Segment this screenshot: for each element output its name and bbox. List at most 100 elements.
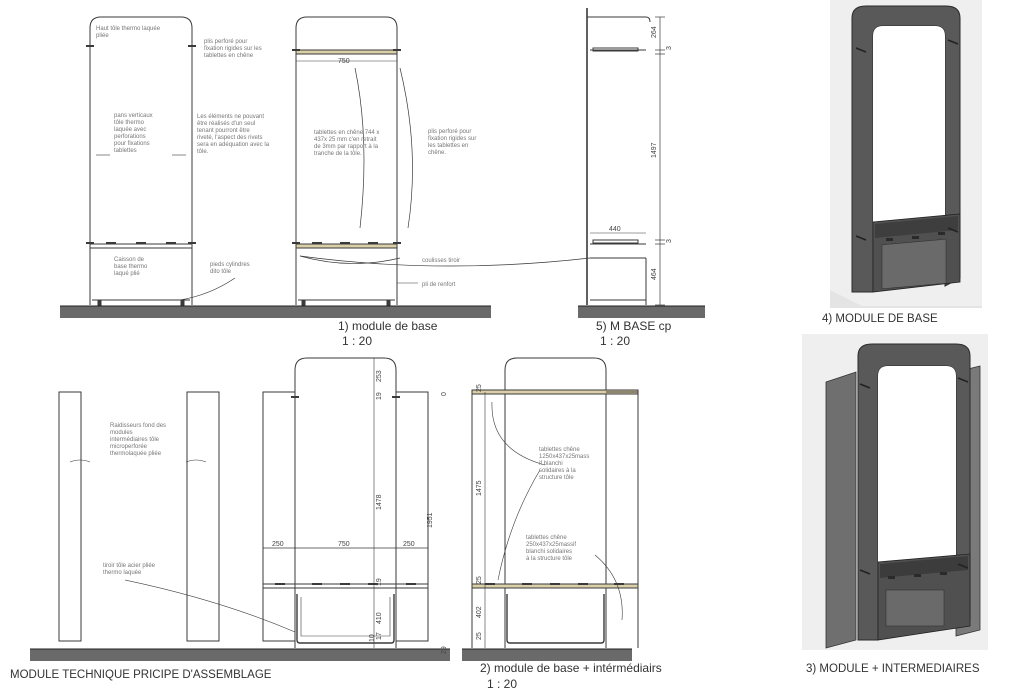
note-elem-2: être réalisés d'un seul [197,121,255,127]
note-pli2-2: fixation rigides sur [428,136,476,142]
caption-view1-scale: 1 : 20 [342,334,372,348]
view1-notes: Haut tôle thermo laquée pliée pans verti… [96,26,476,288]
note-tab2-1: tablettes chêne [526,535,567,541]
view2-elevation [462,357,639,661]
note-coulisse: coulisses tiroir [422,258,460,264]
view1-oak-shelf-top [295,49,398,55]
note-top-1: Haut tôle thermo laquée [96,26,161,32]
view4-render [830,0,982,308]
view1-left-module [89,16,193,305]
dim-25b: 25 [476,576,483,584]
note-elem-6: tôle. [197,149,209,155]
note-raid-3: intermédiaires tôle [110,437,160,443]
note-pli2-1: plis perforé pour [428,129,471,135]
dim-0: 0 [441,392,448,396]
note-tab1-4: solidaires à la [539,468,576,474]
view1-elevations [60,16,591,318]
render3-left-panel [825,371,857,649]
note-pieds-2: dito tôle [210,269,232,275]
dim-10: 10 [369,634,376,642]
main-title: MODULE TECHNIQUE PRICIPE D'ASSEMBLAGE [10,669,272,681]
caption-view4: 4) MODULE DE BASE [822,313,938,325]
note-tab1-5: structure tôle [539,475,574,481]
caption-view1: 1) module de base [338,319,438,333]
note-tab-2: 437x 25 mm c'en retrait [314,137,377,143]
note-elem-3: tenant pourront être [197,128,250,134]
note-pli2-3: les tablettes en [428,143,468,149]
view2-notes: 25 1475 25 402 25 29 tablettes chêne 125… [441,384,589,654]
note-pieds-1: pieds cylindres [210,262,250,268]
note-tab1-3: if blanchi [539,461,563,467]
dim-253: 253 [376,370,383,382]
note-raid-1: Raidisseurs fond des [110,423,166,429]
dim-440: 440 [609,226,621,233]
note-tiroir-2: thermo laquée [103,570,142,576]
note-elem-1: Les éléments ne pouvant [197,114,264,120]
dim-464: 464 [651,268,658,280]
note-panels-4: perforations [114,134,146,140]
caption-view2-scale: 1 : 20 [487,677,517,691]
caption-view5-scale: 1 : 20 [600,334,630,348]
stiffener-left [58,391,82,642]
note-panels-1: pans verticaux [114,113,153,119]
note-tab2-2: 250x437x25massif [526,542,576,548]
dim-25c: 25 [476,632,483,640]
dim-25a: 25 [476,384,483,392]
view1-oak-shelf-bottom [295,243,398,249]
dim-410: 410 [376,612,383,624]
note-tab2-3: blanchi solidaires [526,549,572,555]
caption-view2: 2) module de base + intérmédiairs [480,661,662,675]
view3-render [802,334,988,650]
dim-250-right: 250 [403,541,415,548]
dim-19b: 19 [376,578,383,586]
note-raid-4: microperforée [110,444,148,450]
dim-1951: 1951 [427,512,434,528]
view5-dims: 264 1497 464 3 3 440 [609,26,673,280]
dim-1475: 1475 [476,480,483,496]
captions: 1) module de base 1 : 20 5) M BASE cp 1 … [10,313,980,691]
note-tab-3: de 3mm par rapport à la [314,144,379,150]
dim-19a: 19 [376,392,383,400]
view1-right-module [295,16,398,305]
dim-1497: 1497 [651,142,658,158]
dim-264: 264 [651,26,658,38]
view5-section [578,8,705,318]
note-panels-2: tôle thermo [114,120,145,126]
note-caisson-3: laqué plié [114,271,140,277]
note-panels-5: pour fixations [114,141,150,147]
note-pli-2: fixation rigides sur les [204,46,262,52]
note-tab-1: tablettes en chêne 744 x [314,130,379,136]
assembly-view [30,357,450,661]
note-renfort: pli de renfort [422,282,456,288]
note-top-2: pliée [96,33,109,39]
note-pli-1: plis perforé pour [204,39,247,45]
note-caisson-1: Caisson de [114,257,145,263]
note-elem-5: sera en adéquation avec la [197,142,270,148]
dim-29: 29 [441,646,448,654]
note-pli-3: tablettes en chêne [204,53,254,59]
dim-3a: 3 [666,46,673,50]
note-tab1-2: 1250x437x25mass [539,454,589,460]
assembly-notes: Raidisseurs fond des modules intermédiai… [103,370,448,642]
note-raid-5: thermolaquée pliée [110,451,162,457]
dim-17: 17 [376,632,383,640]
note-panels-3: laquée avec [114,127,146,133]
note-pli2-4: chêne. [428,150,446,156]
stiffener-right [186,391,220,642]
dim-3b: 3 [666,239,673,243]
dim-402: 402 [476,606,483,618]
assembly-module [294,357,397,648]
caption-view5: 5) M BASE cp [596,319,672,333]
caption-view3: 3) MODULE + INTERMEDIAIRES [806,663,980,675]
note-tiroir-1: tiroir tôle acier pliée [103,563,156,569]
note-panels-6: tablettes [114,148,137,154]
dim-750-assembly: 750 [338,541,350,548]
dim-250-left: 250 [272,541,284,548]
note-tab2-4: à la structure tôle [526,556,573,562]
note-caisson-2: base thermo [114,264,148,270]
dim-1478: 1478 [376,494,383,510]
dim-750-view1: 750 [338,58,350,65]
note-raid-2: modules [110,430,133,436]
view1-ground [60,306,491,318]
